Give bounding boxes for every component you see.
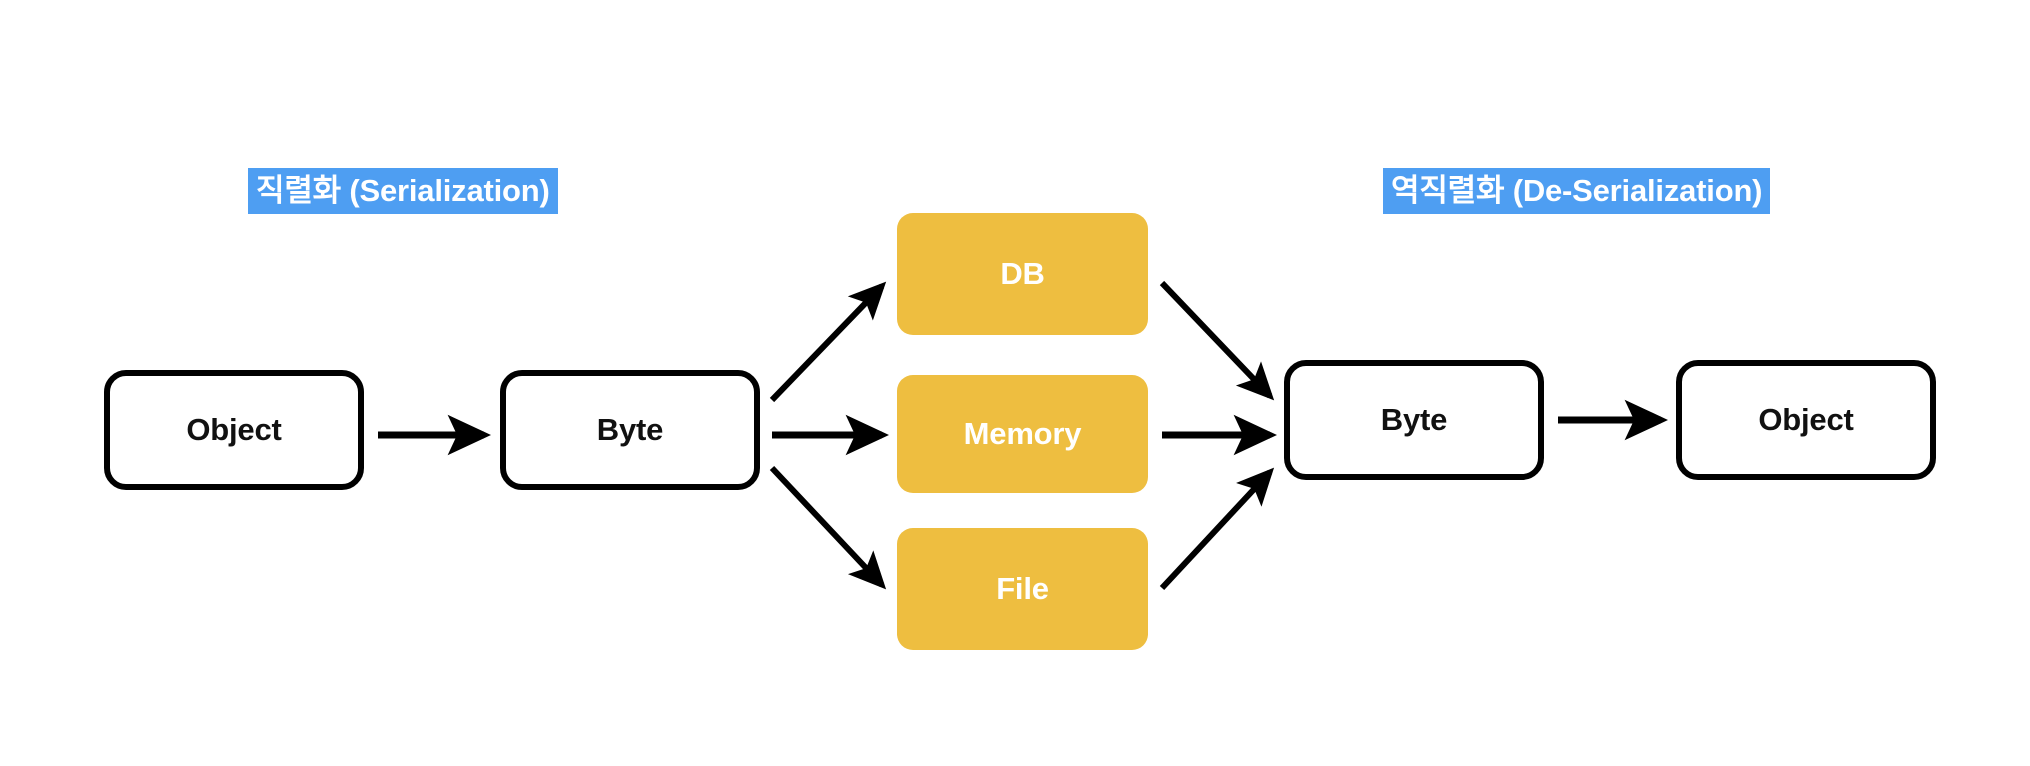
node-byte-left[interactable]: Byte — [500, 370, 760, 490]
arrow-file-to-byte — [1159, 467, 1275, 591]
arrow-db-to-byte — [1159, 280, 1275, 401]
arrow-byte-to-db — [769, 281, 887, 403]
node-object-left[interactable]: Object — [104, 370, 364, 490]
node-db[interactable]: DB — [897, 213, 1148, 335]
label-serialization: 직렬화 (Serialization) — [248, 168, 558, 214]
node-memory[interactable]: Memory — [897, 375, 1148, 493]
label-deserialization: 역직렬화 (De-Serialization) — [1383, 168, 1771, 214]
node-object-right[interactable]: Object — [1676, 360, 1936, 480]
arrow-byte-to-file — [769, 465, 887, 590]
node-byte-right[interactable]: Byte — [1284, 360, 1544, 480]
node-file[interactable]: File — [897, 528, 1148, 650]
